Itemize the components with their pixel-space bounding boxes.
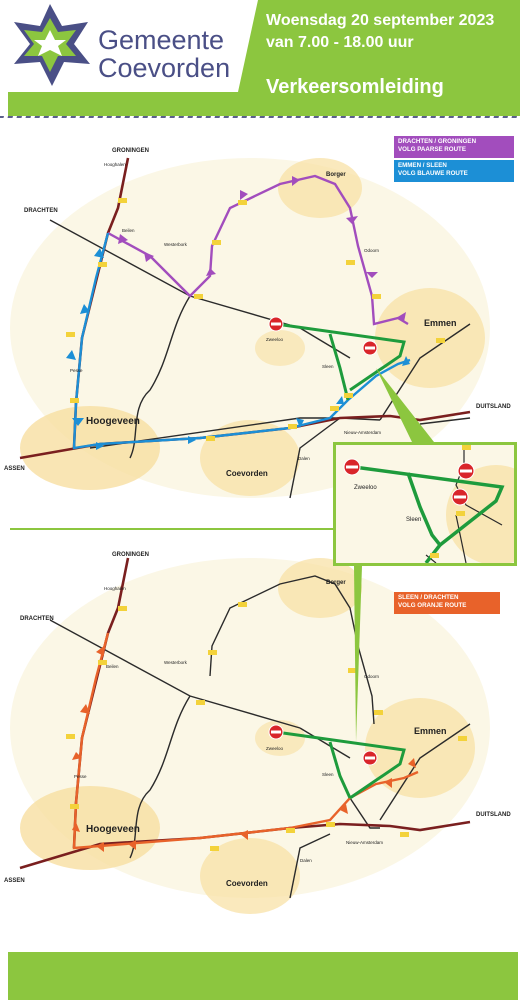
label-pesse: Pesse [74,774,87,779]
map-bottom-roads [49,575,471,899]
label-westerbork: Westerbork [164,242,188,247]
label-duitsland: DUITSLAND [476,404,511,410]
map-bottom-labels: GRONINGEN Hooghalen DRACHTEN Beilen West… [4,552,511,888]
legend-blue-line1: EMMEN / SLEEN [398,162,447,169]
legend-orange-line2: VOLG ORANJE ROUTE [398,602,467,609]
logo-star-icon [14,4,90,86]
label-borger: Borger [326,580,346,586]
map-top-purple-route [107,174,409,326]
header: Gemeente Coevorden Woensdag 20 september… [0,0,520,124]
inset-label-sleen: Sleen [406,517,421,523]
map-bottom-road-badges [66,602,467,851]
no-entry-sign-icon [268,316,284,332]
inset-pointer-top [376,368,434,442]
legend-purple-line1: DRACHTEN / GRONINGEN [398,138,477,145]
legend-orange-line1: SLEEN / DRACHTEN [398,594,459,601]
map-bottom-arrows [72,646,416,852]
label-westerbork: Westerbork [164,660,188,665]
label-drachten: DRACHTEN [20,616,54,622]
logo-text: Gemeente Coevorden [98,26,230,82]
map-bottom-no-entry-signs [268,724,378,766]
label-hooghalen: Hooghalen [104,586,126,591]
legend-blue: EMMEN / SLEEN VOLG BLAUWE ROUTE [394,160,514,182]
label-emmen: Emmen [414,726,447,736]
label-nieuw-amsterdam: Nieuw-Amsterdam [344,430,381,435]
footer-band [8,952,518,1000]
inset-map: Zweeloo Sleen [343,445,514,563]
label-groningen: GRONINGEN [112,148,149,154]
no-entry-sign-icon [343,458,361,476]
map-bottom-base [10,558,490,914]
page-title: Verkeersomleiding [266,76,444,98]
logo-line1: Gemeente [98,25,225,55]
time-line: van 7.00 - 18.00 uur [266,34,414,51]
label-assen: ASSEN [4,878,25,884]
map-top: GRONINGEN Hooghalen DRACHTEN Beilen West… [4,148,511,499]
label-odoorn: Odoorn [364,674,380,679]
legend-purple-line2: VOLG PAARSE ROUTE [398,146,466,153]
label-zweeloo: Zweeloo [266,746,284,751]
label-odoorn: Odoorn [364,248,380,253]
junction-inset: Zweeloo Sleen [333,442,517,566]
label-dalen: Dalen [300,858,312,863]
no-entry-sign-icon [362,750,378,766]
map-bottom: GRONINGEN Hooghalen DRACHTEN Beilen West… [4,552,511,914]
label-borger: Borger [326,172,346,178]
no-entry-sign-icon [362,340,378,356]
map-bottom-orange-route [72,632,419,850]
label-coevorden: Coevorden [226,879,268,888]
map-divider [10,528,340,530]
label-dalen: Dalen [298,456,310,461]
map-top-closed-roads [275,322,406,401]
label-emmen: Emmen [424,318,457,328]
label-sleen: Sleen [322,772,334,777]
label-sleen: Sleen [322,364,334,369]
label-coevorden: Coevorden [226,469,268,478]
label-beilen: Beilen [122,228,135,233]
map-bottom-closed-roads [275,730,406,800]
header-panel [238,0,520,92]
label-beilen: Beilen [106,664,119,669]
map-top-blue-route [72,232,411,450]
label-pesse: Pesse [70,368,83,373]
label-zweeloo: Zweeloo [266,337,284,342]
map-top-no-entry-signs [268,316,378,356]
inset-label-zweeloo: Zweeloo [354,485,377,491]
label-groningen: GRONINGEN [112,552,149,558]
label-duitsland: DUITSLAND [476,812,511,818]
label-drachten: DRACHTEN [24,208,58,214]
inset-pointer-bottom [354,566,362,742]
map-top-arrows [66,176,410,450]
label-assen: ASSEN [4,466,25,472]
map-top-road-badges [66,198,445,441]
no-entry-sign-icon [457,462,475,480]
logo-line2: Coevorden [98,53,231,83]
label-hoogeveen: Hoogeveen [86,824,140,835]
map-top-labels: GRONINGEN Hooghalen DRACHTEN Beilen West… [4,148,511,478]
legend-orange: SLEEN / DRACHTEN VOLG ORANJE ROUTE [394,592,500,614]
legend-purple: DRACHTEN / GRONINGEN VOLG PAARSE ROUTE [394,136,514,158]
legend-blue-line2: VOLG BLAUWE ROUTE [398,170,468,177]
label-hoogeveen: Hoogeveen [86,416,140,427]
no-entry-sign-icon [268,724,284,740]
no-entry-sign-icon [451,488,469,506]
label-hooghalen: Hooghalen [104,162,126,167]
date-line: Woensdag 20 september 2023 [266,12,495,29]
label-nieuw-amsterdam: Nieuw-Amsterdam [346,840,383,845]
inset-closed-roads [353,465,505,563]
